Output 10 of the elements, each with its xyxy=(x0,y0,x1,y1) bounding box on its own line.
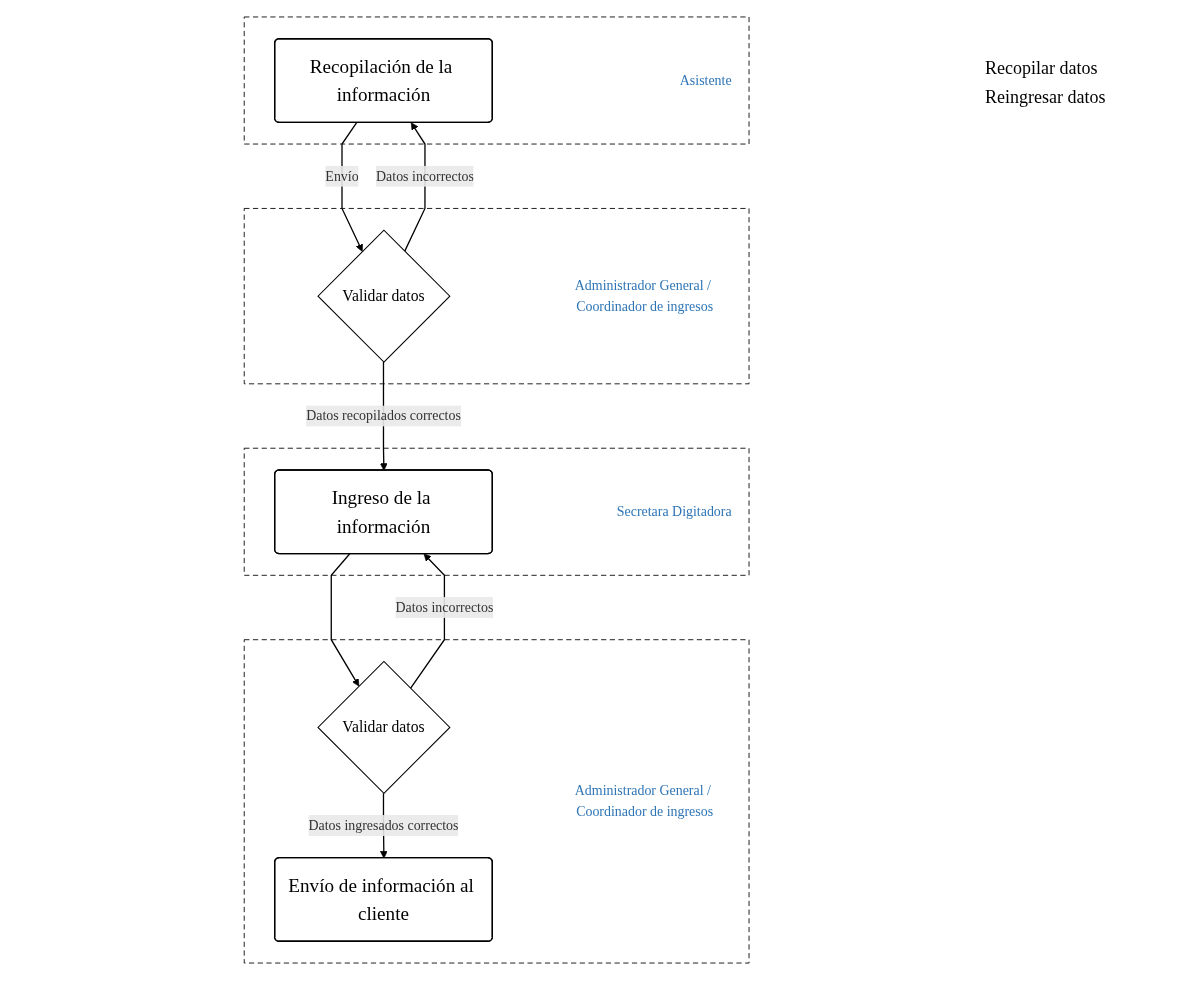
node-diamond: Validar datos xyxy=(317,229,451,363)
note-text: Recopilar datos xyxy=(985,58,1099,79)
edge-label: Datos incorrectos xyxy=(376,168,474,184)
edge-label: Datos ingresados correctos xyxy=(308,817,459,833)
edge-label: Datos recopilados correctos xyxy=(306,408,461,423)
arrow xyxy=(330,553,360,687)
node-diamond: Validar datos xyxy=(317,660,451,795)
note-text: Reingresar datos xyxy=(985,87,1107,108)
edge-label: Envío xyxy=(325,168,359,184)
edge-label: Datos incorrectos xyxy=(395,599,494,615)
